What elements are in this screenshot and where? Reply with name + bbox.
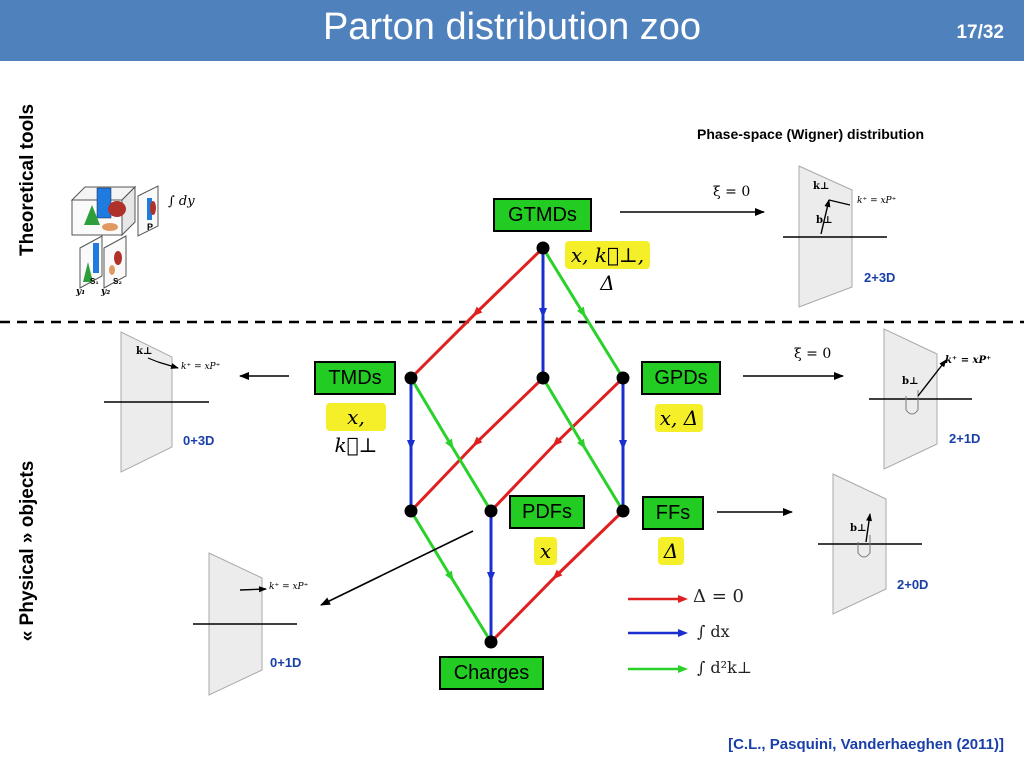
projection-p-icon [137, 185, 159, 237]
legend-arrows [628, 595, 688, 673]
dim-label-gpd: 2+1D [949, 431, 981, 446]
legend-integral-dx: ∫ dx [697, 622, 730, 641]
red-lines [409, 246, 625, 644]
icon-y1-label: y₁ [76, 287, 86, 297]
gpds-box: GPDs [641, 361, 721, 395]
dim-label-ff: 2+0D [897, 577, 929, 592]
icon-integral-label: ∫ dy [168, 194, 195, 209]
page-number: 17/32 [956, 22, 1004, 43]
pdfs-variables: x [534, 537, 557, 565]
pdf-plane [193, 552, 297, 696]
gtmds-variables: x, k⃗⊥, Δ [565, 241, 650, 295]
icon-p-label: P [147, 222, 154, 232]
ffs-box: FFs [642, 496, 704, 530]
pdfs-box: PDFs [509, 495, 585, 529]
projection-s2-icon [103, 235, 127, 289]
tmd-kplus-label: k⁺ = xP⁺ [181, 362, 221, 372]
slide-title: Parton distribution zoo [322, 6, 702, 48]
ffs-variables: Δ [658, 537, 684, 565]
xi-label-top: ξ = 0 [713, 184, 751, 200]
icon-y2-label: y₂ [101, 287, 111, 297]
projection-s1-icon [79, 235, 103, 289]
dim-label-wigner: 2+3D [864, 270, 896, 285]
pointer-arrows [239, 208, 844, 606]
legend-delta-zero: Δ = 0 [693, 586, 744, 607]
blue-lines [407, 248, 627, 642]
gpd-kplus-label: k⁺ = xP⁺ [945, 355, 992, 366]
gtmds-box: GTMDs [493, 198, 592, 232]
wigner-kplus-label: k⁺ = xP⁺ [857, 196, 897, 206]
icon-s1-label: S₁ [90, 277, 99, 286]
green-lines [409, 247, 625, 643]
wigner-title: Phase-space (Wigner) distribution [697, 126, 925, 142]
tmd-plane [104, 331, 209, 473]
wigner-b-label: b⊥ [816, 215, 833, 226]
legend-integral-d2k: ∫ d²k⊥ [697, 658, 752, 677]
ff-plane [818, 473, 922, 615]
xi-label-gpd: ξ = 0 [794, 346, 832, 362]
tmds-variables: x, k⃗⊥ [326, 403, 386, 457]
dim-label-tmd: 0+3D [183, 433, 215, 448]
tmds-box: TMDs [314, 361, 396, 395]
pdf-kplus-label: k⁺ = xP⁺ [269, 582, 309, 592]
icon-s2-label: S₂ [113, 277, 122, 286]
title-bar [0, 0, 1024, 61]
dim-label-pdf: 0+1D [270, 655, 302, 670]
ff-b-label: b⊥ [850, 523, 867, 534]
gpd-b-label: b⊥ [902, 376, 919, 387]
wigner-k-label: k⊥ [813, 181, 830, 192]
wigner-plane [783, 165, 887, 308]
diagram-nodes [404, 241, 630, 649]
charges-box: Charges [439, 656, 544, 690]
gpd-plane [869, 328, 972, 470]
tmd-k-label: k⊥ [136, 346, 153, 357]
citation-reference: [C.L., Pasquini, Vanderhaeghen (2011)] [728, 736, 1004, 753]
wigner-cube-icon [70, 185, 137, 237]
gpds-variables: x, Δ [655, 404, 703, 432]
